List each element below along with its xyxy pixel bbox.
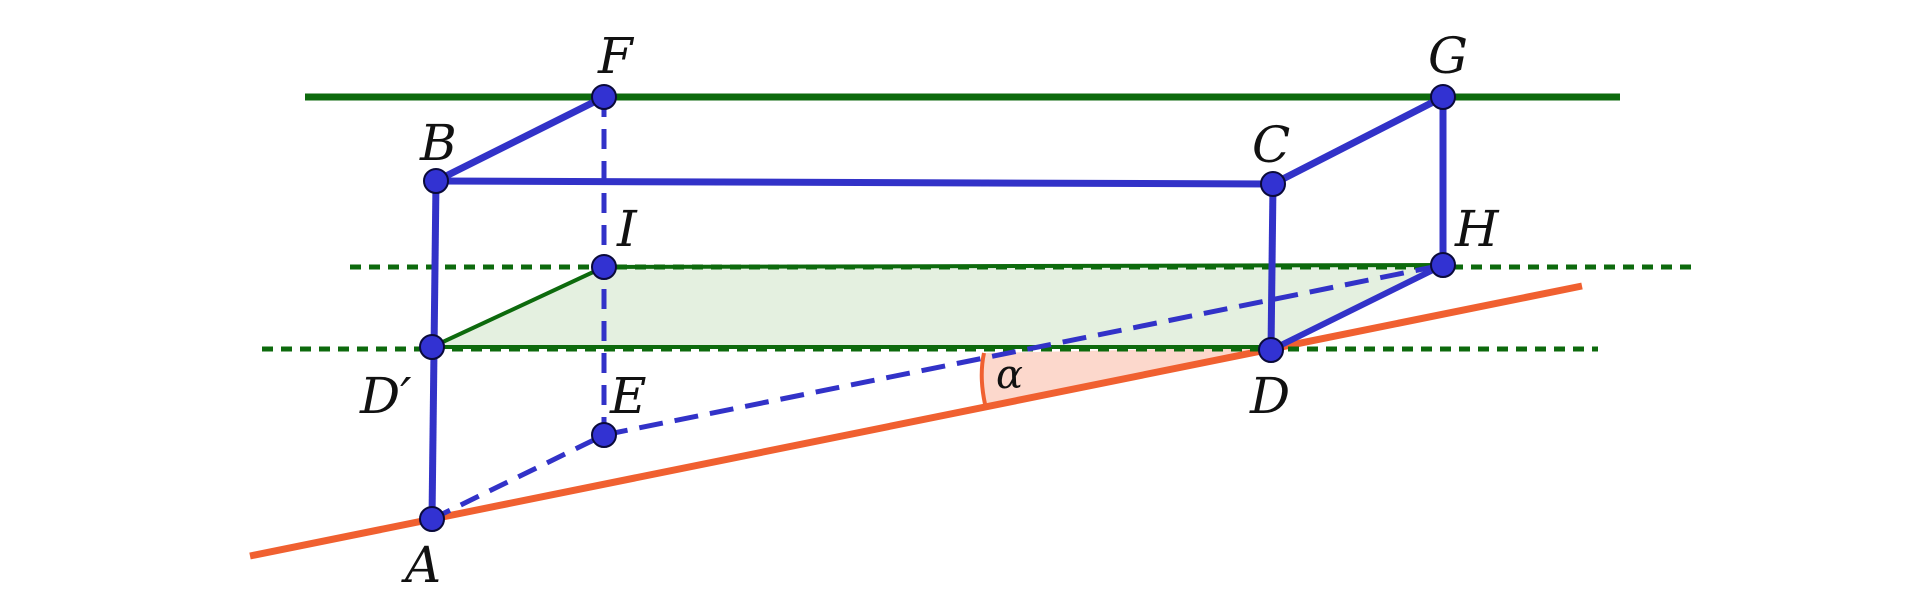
edge-c-d — [1267, 183, 1277, 351]
point-d — [1258, 337, 1284, 363]
plane-edge-i-h — [603, 263, 1444, 269]
point-f — [591, 84, 617, 110]
incline-line — [249, 282, 1583, 560]
point-e — [591, 422, 617, 448]
label-f: F — [597, 27, 635, 85]
point-h — [1430, 252, 1456, 278]
point-dprime — [419, 334, 445, 360]
edge-d-h — [1269, 262, 1445, 353]
plane-edge-dprime-i — [431, 265, 605, 349]
label-c: C — [1252, 116, 1290, 174]
label-d: D — [1249, 367, 1290, 425]
edge-a-e-dashed — [430, 432, 606, 522]
angle-alpha-arc — [979, 352, 987, 405]
label-h: H — [1454, 200, 1500, 258]
label-i: I — [616, 200, 638, 258]
label-b: B — [419, 114, 457, 172]
label-e: E — [609, 367, 647, 425]
edge-b-f — [434, 93, 606, 185]
label-g: G — [1428, 27, 1468, 85]
point-g — [1430, 84, 1456, 110]
label-alpha: α — [996, 352, 1023, 398]
point-a — [419, 506, 445, 532]
point-b — [423, 168, 449, 194]
horizontal-plane-region — [432, 265, 1443, 347]
label-dprime: D′ — [359, 367, 412, 425]
edge-c-g — [1271, 93, 1445, 188]
label-a: A — [401, 536, 441, 594]
edge-b-c — [435, 177, 1274, 188]
point-c — [1260, 171, 1286, 197]
point-i — [591, 254, 617, 280]
